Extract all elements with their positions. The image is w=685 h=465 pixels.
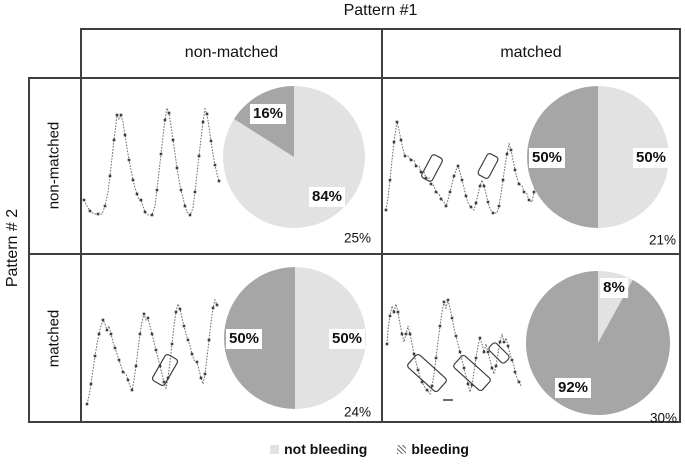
legend-label: not bleeding: [284, 441, 368, 457]
row-header-label: non-matched: [45, 121, 63, 210]
pie-label-bleeding-tl: 16%: [249, 104, 287, 124]
sample-share-bl: 24%: [343, 404, 371, 420]
line-chart-tl: [82, 106, 221, 217]
column-header-matched: matched: [383, 28, 679, 77]
column-header-label: non-matched: [184, 43, 279, 61]
sample-share-tl: 25%: [343, 230, 371, 246]
grid-line: [80, 28, 681, 30]
grid-line: [28, 421, 681, 423]
pie-label-bleeding-br: 92%: [554, 378, 592, 398]
pie-label-not-bleeding-bl: 50%: [328, 329, 366, 349]
pie-label-not-bleeding-tr: 50%: [632, 148, 670, 168]
not-bleeding-swatch-icon: [270, 444, 280, 454]
legend-item-bleeding: bleeding: [397, 441, 469, 457]
legend-label: bleeding: [411, 441, 469, 457]
line-chart-bl: [85, 298, 219, 406]
pie-label-bleeding-tr: 50%: [528, 148, 566, 168]
bleeding-hatch-swatch-icon: [397, 444, 407, 454]
pattern2-axis-label: Pattern # 2: [4, 208, 21, 288]
grid-line: [28, 253, 681, 255]
grid-line: [679, 28, 681, 423]
grid-line: [28, 77, 30, 423]
pie-label-not-bleeding-br: 8%: [600, 278, 628, 298]
line-chart-br: [385, 298, 522, 401]
sample-share-br: 30%: [649, 410, 677, 426]
pie-label-not-bleeding-tl: 84%: [308, 187, 346, 207]
pie-chart-tl: [223, 86, 365, 228]
column-header-label: matched: [500, 43, 562, 61]
row-header-matched: matched: [46, 264, 63, 414]
row-header-label: matched: [45, 309, 63, 368]
grid-line: [381, 28, 383, 423]
line-chart-tr: [384, 119, 544, 215]
legend: not bleeding bleeding: [28, 441, 681, 457]
pattern1-title: Pattern #1: [343, 2, 418, 19]
pie-chart-br: [526, 271, 670, 415]
grid-line: [28, 77, 681, 79]
row-header-non-matched: non-matched: [46, 91, 63, 241]
legend-item-not-bleeding: not bleeding: [270, 441, 367, 457]
pie-label-bleeding-bl: 50%: [225, 329, 263, 349]
column-header-non-matched: non-matched: [82, 28, 381, 77]
sample-share-tr: 21%: [648, 232, 676, 248]
grid-line: [80, 28, 82, 423]
